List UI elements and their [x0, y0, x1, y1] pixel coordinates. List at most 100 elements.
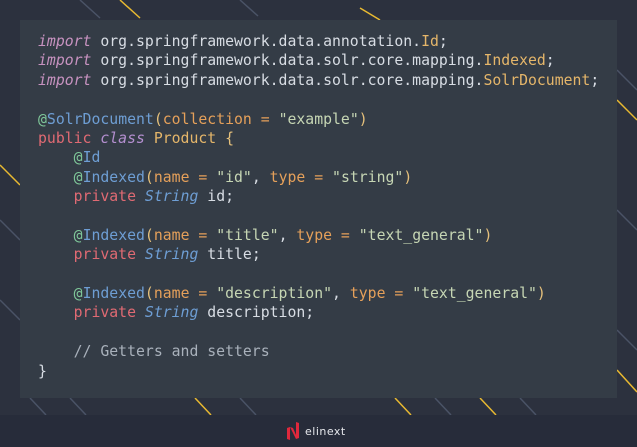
code-line — [38, 90, 599, 109]
code-token-attr: type = — [269, 168, 333, 186]
code-token-plain — [38, 343, 74, 360]
code-token-str: "text_general" — [358, 226, 484, 244]
code-token-mod: public — [38, 129, 101, 147]
code-token-plain: , — [332, 285, 350, 303]
code-line: private String id; — [38, 187, 599, 206]
code-token-plain: org.springframework.data.solr.core.mappi… — [91, 71, 484, 89]
code-token-attr: name = — [153, 168, 217, 186]
code-token-attr: name = — [153, 226, 217, 244]
code-token-at: @ — [73, 226, 83, 244]
background-stripe — [616, 69, 637, 91]
code-line: public class Product { — [38, 129, 599, 148]
code-token-attr: type = — [296, 226, 359, 244]
code-token-ann: Indexed — [82, 226, 145, 244]
code-token-type: String — [144, 246, 208, 264]
code-token-str: "title" — [216, 226, 279, 244]
code-token-cls: Id — [421, 33, 439, 50]
code-token-ann: Id — [82, 149, 101, 167]
background-stripe — [79, 0, 101, 19]
code-line — [38, 265, 599, 284]
code-line: @Indexed(name = "id", type = "string") — [38, 168, 599, 187]
code-token-plain: } — [38, 362, 47, 380]
code-token-plain: ; — [545, 52, 555, 70]
code-token-at: @ — [73, 168, 83, 186]
code-token-paren: ( — [144, 226, 154, 244]
footer: elinext — [0, 415, 637, 447]
code-token-cmt: // Getters and setters — [73, 343, 270, 361]
code-token-paren: ( — [144, 285, 154, 303]
background-stripe — [239, 0, 259, 17]
code-token-plain — [38, 188, 74, 205]
code-line: @Indexed(name = "title", type = "text_ge… — [38, 226, 599, 245]
code-token-type: String — [144, 304, 208, 322]
code-token-plain — [38, 227, 74, 244]
code-token-kw: import — [38, 33, 92, 50]
background-stripe — [616, 209, 637, 231]
code-token-str: "id" — [216, 168, 252, 186]
code-token-ann: SolrDocument — [46, 110, 154, 128]
code-token-at: @ — [73, 149, 83, 167]
code-token-paren: ) — [403, 168, 413, 186]
code-token-kw: import — [38, 71, 92, 89]
code-token-plain — [38, 285, 74, 302]
code-token-ann: Indexed — [82, 285, 145, 303]
background-stripe — [616, 329, 637, 351]
code-line: } — [38, 362, 599, 381]
elinext-logo-icon — [287, 422, 299, 440]
code-token-paren: ) — [358, 110, 368, 128]
background-stripe — [69, 397, 87, 416]
code-line: @Indexed(name = "description", type = "t… — [38, 284, 599, 303]
code-token-plain — [38, 169, 74, 186]
code-line: @Id — [38, 148, 599, 167]
code-token-plain — [38, 149, 74, 166]
code-token-plain: ; — [590, 71, 600, 89]
background-stripe — [519, 397, 537, 416]
logo-text: elinext — [305, 424, 346, 438]
code-token-str: "text_general" — [412, 285, 537, 303]
code-line: import org.springframework.data.solr.cor… — [38, 51, 599, 70]
code-token-mod: private — [73, 188, 145, 206]
code-token-ann: Indexed — [82, 168, 145, 186]
code-token-mod: private — [73, 246, 145, 264]
background-stripe — [479, 397, 497, 416]
code-token-cls: SolrDocument — [483, 71, 591, 89]
code-line: private String description; — [38, 303, 599, 322]
code-token-plain — [38, 304, 74, 321]
background-stripe — [0, 219, 21, 241]
code-token-str: "description" — [216, 285, 333, 303]
code-token-at: @ — [73, 285, 83, 303]
code-token-plain: title; — [207, 246, 261, 264]
code-token-plain: , — [251, 168, 270, 186]
background-stripe — [616, 369, 637, 393]
code-line: import org.springframework.data.solr.cor… — [38, 71, 599, 90]
code-token-plain: , — [278, 226, 297, 244]
code-token-cls: Indexed — [483, 52, 546, 70]
code-token-str: "string" — [332, 168, 404, 186]
code-token-paren: { — [225, 129, 235, 147]
code-token-str: "example" — [278, 110, 359, 128]
code-token-plain: id; — [207, 188, 235, 206]
code-token-paren: ( — [153, 110, 163, 128]
code-line — [38, 323, 599, 342]
background-stripe — [394, 397, 412, 416]
code-token-plain — [38, 246, 74, 263]
background-stripe — [194, 397, 212, 416]
code-token-paren: ( — [144, 168, 154, 186]
code-token-cls: Product — [153, 129, 226, 147]
code-token-plain: org.springframework.data.annotation. — [91, 33, 422, 50]
background-stripe — [239, 397, 257, 416]
code-token-ital: class — [100, 129, 154, 147]
background-stripe — [0, 299, 21, 321]
code-token-attr: collection = — [162, 110, 279, 128]
code-token-kw: import — [38, 52, 92, 70]
background-stripe — [0, 164, 21, 186]
background-stripe — [359, 7, 381, 21]
code-token-at: @ — [38, 110, 47, 128]
code-token-type: String — [144, 188, 208, 206]
background-stripe — [29, 397, 47, 416]
code-token-attr: name = — [153, 285, 217, 303]
code-line: @SolrDocument(collection = "example") — [38, 110, 599, 129]
code-block: import org.springframework.data.annotati… — [38, 32, 599, 381]
code-line: // Getters and setters — [38, 342, 599, 361]
